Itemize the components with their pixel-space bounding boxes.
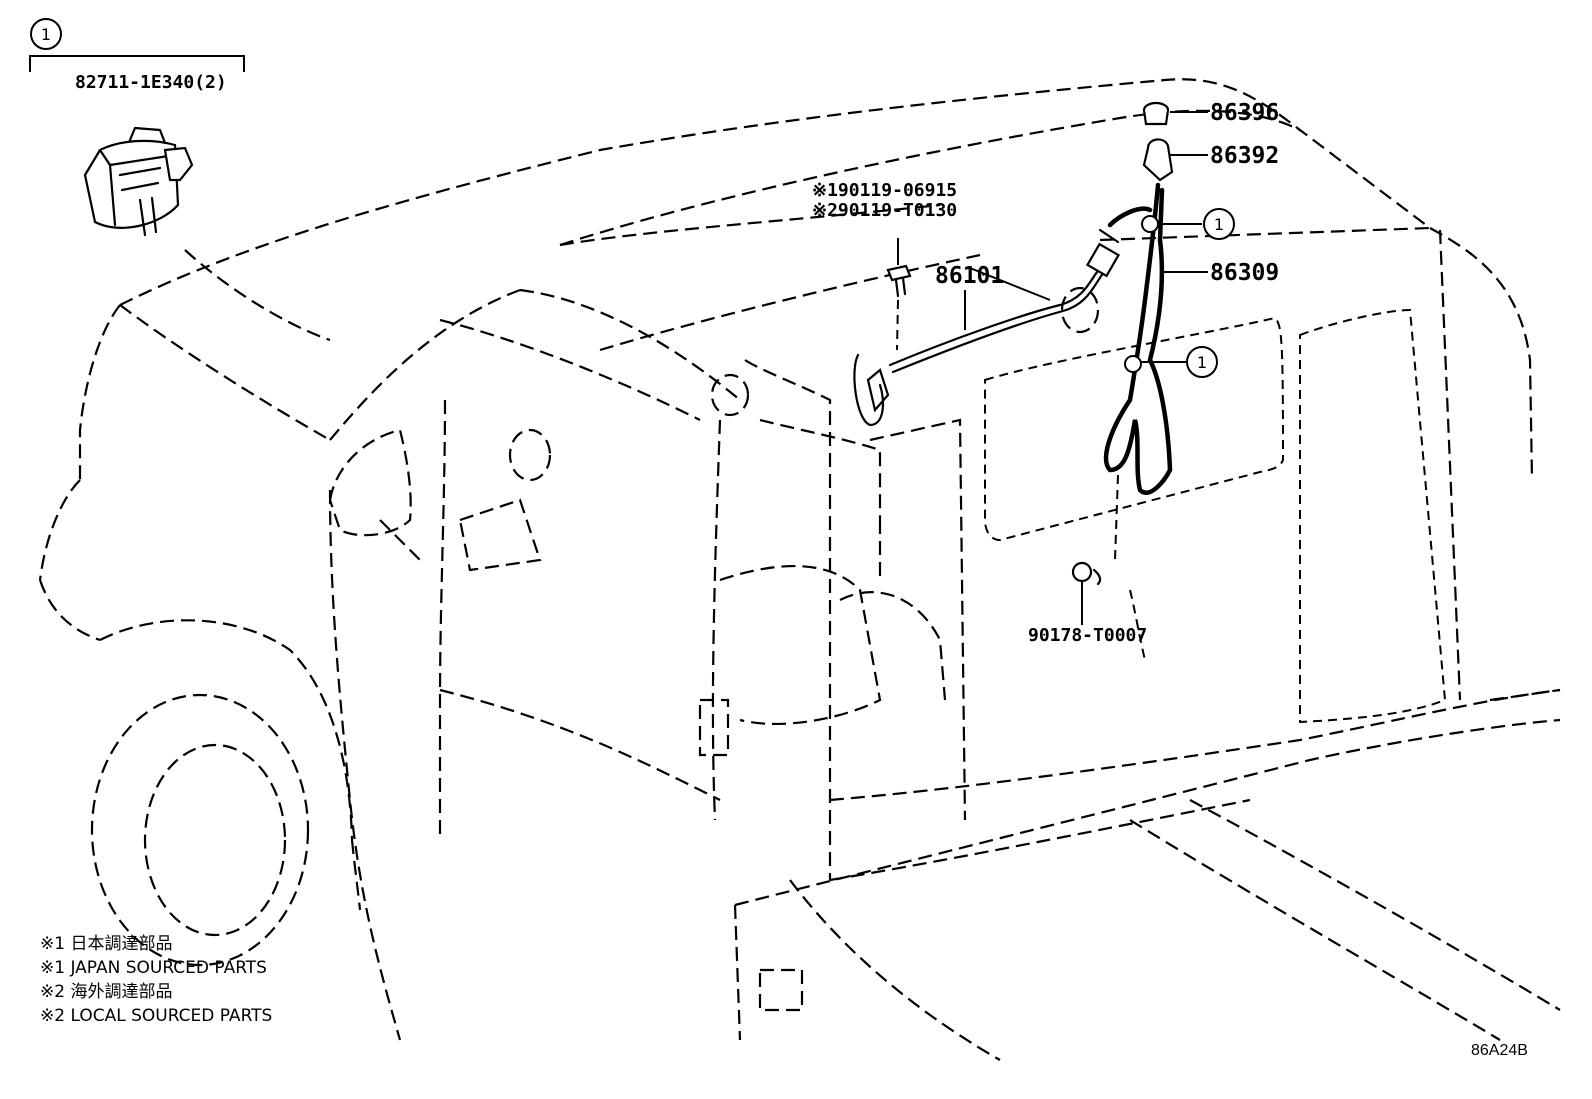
- bolt-90119: ※190119-06915 ※290119-T0130: [812, 180, 957, 351]
- part-86396-label: 86396: [1210, 100, 1279, 126]
- diagram-code: 86A24B: [1471, 1042, 1528, 1059]
- label-86101: 86101: [935, 263, 1004, 289]
- connector-82711-icon: [83, 126, 194, 237]
- part-86392-label: 86392: [1210, 143, 1279, 169]
- note-line-1: ※1 日本調達部品: [40, 934, 172, 954]
- group-callout: 1 82711-1E340(2): [29, 18, 245, 93]
- vehicle-body-outline: [38, 78, 1561, 1061]
- clip-icon: [1071, 561, 1093, 583]
- part-number-82711: 82711-1E340(2): [75, 72, 227, 93]
- base-86392-icon: [1142, 138, 1174, 182]
- callout-1a-number: 1: [1214, 215, 1224, 234]
- callout-1b: 1: [1141, 346, 1218, 378]
- clip-90178: 90178-T0007: [1028, 561, 1147, 646]
- label-86309: 86309: [1163, 260, 1279, 286]
- part-86101-label: 86101: [935, 263, 1004, 289]
- callout-1b-number: 1: [1197, 353, 1207, 372]
- callout-1a: 1: [1158, 208, 1235, 240]
- bolt-icon: [886, 264, 912, 282]
- label-86396: 86396: [1142, 100, 1279, 126]
- sourcing-notes: ※1 日本調達部品 ※1 JAPAN SOURCED PARTS ※2 海外調達…: [40, 934, 272, 1026]
- label-86392: 86392: [1142, 138, 1279, 182]
- note-line-3: ※2 海外調達部品: [40, 982, 172, 1002]
- clamp-icon: [1124, 355, 1142, 373]
- bolt-part-1-label: ※190119-06915: [812, 180, 957, 201]
- group-callout-circle: [30, 18, 62, 50]
- note-line-4: ※2 LOCAL SOURCED PARTS: [40, 1006, 272, 1026]
- part-86309-label: 86309: [1210, 260, 1279, 286]
- clip-part-label: 90178-T0007: [1028, 625, 1147, 646]
- bolt-part-2-label: ※290119-T0130: [812, 200, 957, 221]
- group-callout-number: 1: [41, 25, 51, 44]
- cable-86101: [853, 228, 1121, 427]
- clamp-icon: [1141, 215, 1159, 233]
- connector-icon: [1085, 242, 1121, 278]
- note-line-2: ※1 JAPAN SOURCED PARTS: [40, 958, 267, 978]
- group-bracket: [29, 55, 245, 72]
